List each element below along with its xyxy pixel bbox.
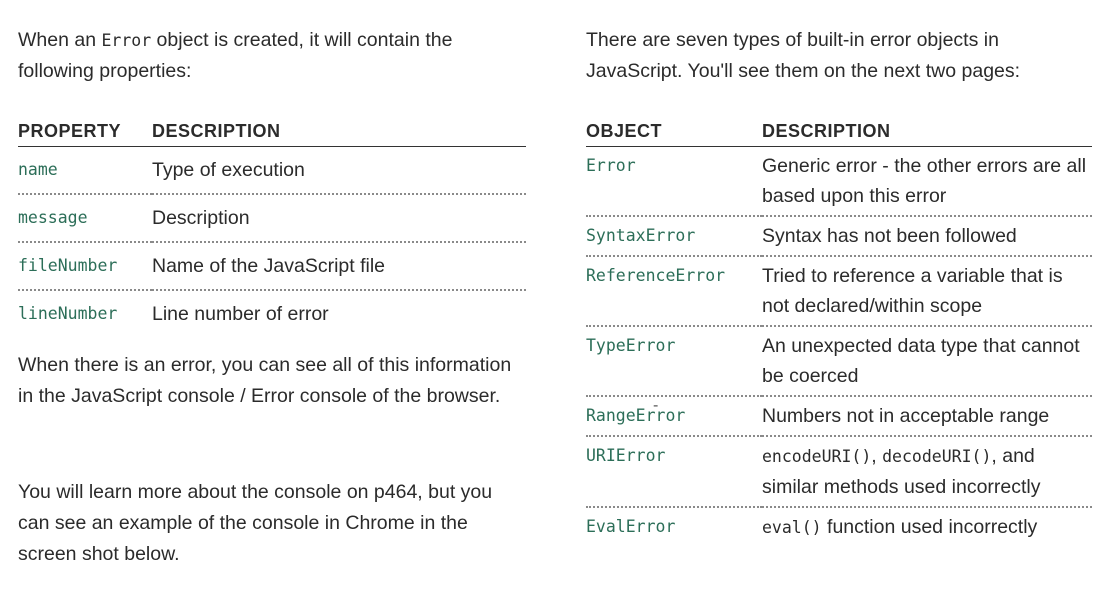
header-description: DESCRIPTION (152, 116, 526, 147)
property-description: Type of execution (152, 146, 526, 195)
error-object-description: Tried to reference a variable that is no… (762, 256, 1092, 327)
intro-code-error: Error (101, 31, 152, 50)
table-row: URIError encodeURI(), decodeURI(), and s… (586, 436, 1092, 508)
header-description: DESCRIPTION (762, 116, 1092, 147)
table-row: EvalError eval() function used incorrect… (586, 507, 1092, 547)
property-description: Line number of error (152, 303, 329, 325)
table-row: RangeError Numbers not in acceptable ran… (586, 396, 1092, 437)
intro-text-end: object is created, it will contain the f… (18, 29, 453, 82)
error-objects-header-row: OBJECT DESCRIPTION (586, 116, 1092, 147)
property-description: Name of the JavaScript file (152, 242, 526, 291)
stray-dash-mark: - (653, 397, 659, 414)
error-object-description: Numbers not in acceptable range (762, 396, 1092, 437)
table-row: TypeError An unexpected data type that c… (586, 326, 1092, 397)
error-object-name: ReferenceError (586, 256, 762, 327)
error-types-intro: There are seven types of built-in error … (586, 29, 1021, 82)
error-object-name: URIError (586, 436, 762, 508)
property-description: Description (152, 194, 526, 243)
desc-code-decodeuri: decodeURI() (882, 447, 992, 466)
error-object-description: eval() function used incorrectly (762, 507, 1092, 547)
table-row: SyntaxError Syntax has not been followed (586, 216, 1092, 257)
console-paragraph: When there is an error, you can see all … (18, 354, 512, 407)
properties-header-row: PROPERTY DESCRIPTION (18, 116, 526, 147)
header-object: OBJECT (586, 116, 762, 147)
error-object-name: Error (586, 146, 762, 217)
property-name: name (18, 146, 152, 195)
property-name: message (18, 194, 152, 243)
error-object-name: TypeError (586, 326, 762, 397)
table-row: Error Generic error - the other errors a… (586, 146, 1092, 217)
intro-text-start: When an (18, 29, 102, 51)
table-row: fileNumber Name of the JavaScript file (18, 242, 526, 291)
error-object-name: SyntaxError (586, 216, 762, 257)
error-objects-table: OBJECT DESCRIPTION Error Generic error -… (586, 116, 1092, 547)
properties-intro: When an Error object is created, it will… (18, 25, 526, 87)
error-object-name: EvalError (586, 517, 676, 536)
desc-code-eval: eval() (762, 518, 822, 537)
properties-table: PROPERTY DESCRIPTION name Type of execut… (18, 116, 526, 337)
table-row: lineNumber Line number of error (18, 290, 526, 337)
header-property: PROPERTY (18, 116, 152, 147)
desc-text: function used incorrectly (821, 516, 1038, 538)
error-object-description: encodeURI(), decodeURI(), and similar me… (762, 436, 1092, 508)
property-name: fileNumber (18, 242, 152, 291)
error-object-description: An unexpected data type that cannot be c… (762, 326, 1092, 397)
console-reference-paragraph: You will learn more about the console on… (18, 481, 493, 565)
desc-separator: , (871, 445, 883, 467)
error-object-name: RangeError (586, 396, 762, 437)
desc-text: , and similar methods used incorrectly (762, 445, 1041, 498)
table-row: ReferenceError Tried to reference a vari… (586, 256, 1092, 327)
desc-code-encodeuri: encodeURI() (762, 447, 872, 466)
property-name: lineNumber (18, 304, 118, 323)
error-object-description: Syntax has not been followed (762, 216, 1092, 257)
table-row: message Description (18, 194, 526, 243)
error-object-description: Generic error - the other errors are all… (762, 146, 1092, 217)
table-row: name Type of execution (18, 146, 526, 195)
